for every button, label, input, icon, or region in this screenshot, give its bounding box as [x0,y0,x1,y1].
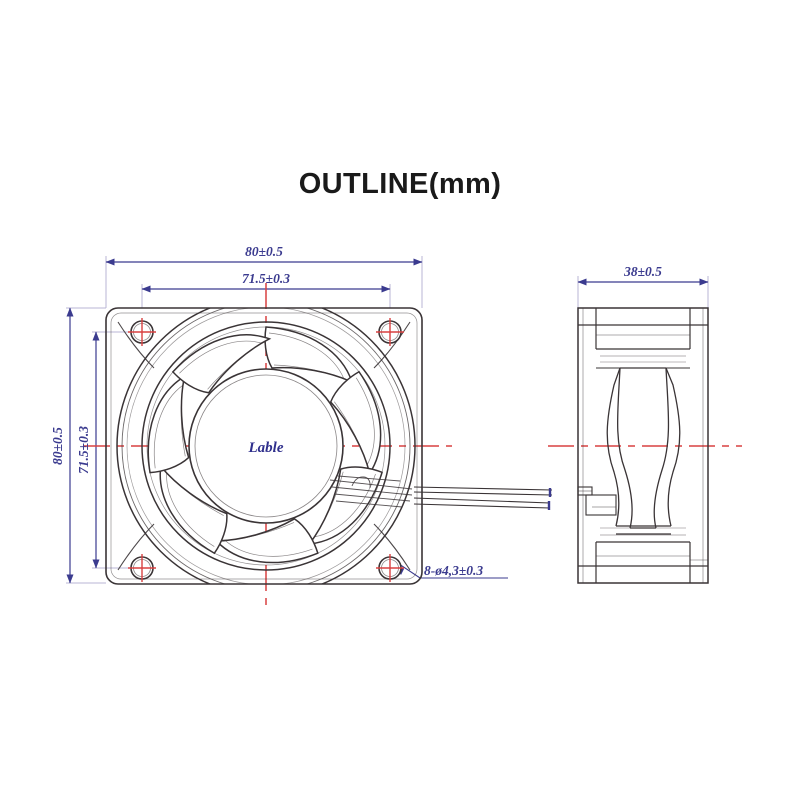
fan-frame-inner [110,312,418,580]
mounting-hole [376,554,404,582]
mounting-hole [128,554,156,582]
lead-wires [413,486,553,510]
blade [159,464,228,555]
wire-exit-channel [329,475,413,508]
blade [264,326,354,384]
impeller-profile [606,367,681,529]
side-view [577,307,709,584]
hub-label: Lable [248,440,284,456]
page-title: OUTLINE(mm) [298,168,502,200]
mounting-hole [128,318,156,346]
venturi-inner [126,308,406,584]
blade [147,374,190,474]
side-frame-outline [577,307,709,584]
hub-inner [194,374,338,518]
dim-overall-width: 80±0.5 [245,244,283,259]
dim-hole-callout: 8-ø4,3±0.3 [424,563,483,578]
corner-webs [117,321,411,571]
hub [188,368,344,524]
venturi-mid [121,308,411,584]
blade-root-ring [141,321,391,571]
dim-overall-height: 80±0.5 [50,427,65,465]
hub-outer [188,368,344,524]
wire-terminal-notch [577,486,617,516]
side-flange-bottom [578,527,708,583]
dim-hole-pitch-width: 71.5±0.3 [242,271,290,286]
front-view [105,307,423,585]
mounting-hole [376,318,404,346]
side-flange-top [578,308,708,369]
blade [171,334,272,394]
side-detail-lines [582,308,708,583]
blade [329,370,382,476]
fan-blades [141,321,391,571]
blade [214,517,319,564]
dim-hole-pitch-height: 71.5±0.3 [76,426,91,474]
fan-frame-outer [105,307,423,585]
dim-side-depth: 38±0.5 [623,264,662,279]
venturi-outer [116,308,416,584]
hub-body-side [616,367,671,535]
